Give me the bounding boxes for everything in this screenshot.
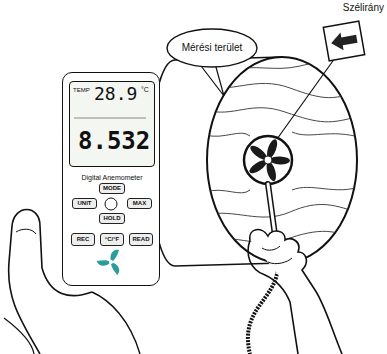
button: °C/°F — [100, 233, 124, 246]
hand — [4, 318, 34, 354]
button: MAX — [127, 198, 152, 209]
lcd-reading: TEMP — [73, 87, 90, 94]
duct-edge — [175, 263, 282, 266]
fan-logo — [96, 250, 121, 275]
bubble-outline — [167, 29, 257, 67]
label-text: Digital Anemometer — [63, 174, 161, 182]
label-text: Szélirány — [298, 2, 384, 13]
direction-box — [323, 21, 364, 61]
button: HOLD — [99, 213, 125, 224]
callout-bubble: Mérési terület — [166, 28, 258, 68]
label-text: Mérési terület — [166, 42, 258, 53]
button: UNIT — [72, 198, 97, 209]
button-label: HOLD — [100, 214, 124, 223]
lcd-divider — [74, 118, 146, 119]
wood-grain — [205, 63, 362, 243]
lcd-reading: °C — [141, 86, 149, 94]
wind-arrow — [330, 30, 359, 52]
button-label: READ — [130, 234, 152, 245]
leader-line — [272, 58, 335, 146]
probe-cable — [248, 258, 278, 354]
vane-ring — [244, 136, 292, 184]
vane-hub — [264, 156, 272, 164]
button: MODE — [99, 183, 125, 194]
button-label: UNIT — [73, 199, 96, 208]
lcd-reading: 28.9 — [94, 84, 137, 104]
lcd-display: TEMP 28.9 °C 8.532 — [69, 81, 155, 167]
hand — [248, 240, 298, 354]
hand — [92, 292, 140, 354]
button-label: MODE — [100, 184, 124, 193]
button-label: °C/°F — [101, 234, 123, 245]
center-button — [105, 198, 117, 210]
thumbnail — [16, 229, 36, 234]
anemometer-body: Digital Anemometer TEMP 28.9 °C 8.532MODE UNI… — [62, 72, 160, 286]
button-label: REC — [72, 234, 94, 245]
lcd-reading: 8.532 — [78, 128, 150, 154]
button: READ — [129, 233, 153, 246]
button: REC — [71, 233, 95, 246]
hand-crease — [262, 246, 292, 264]
wind-direction-box: Szélirány — [298, 0, 384, 68]
vane-blades — [248, 138, 291, 182]
button-label: MAX — [128, 199, 151, 208]
